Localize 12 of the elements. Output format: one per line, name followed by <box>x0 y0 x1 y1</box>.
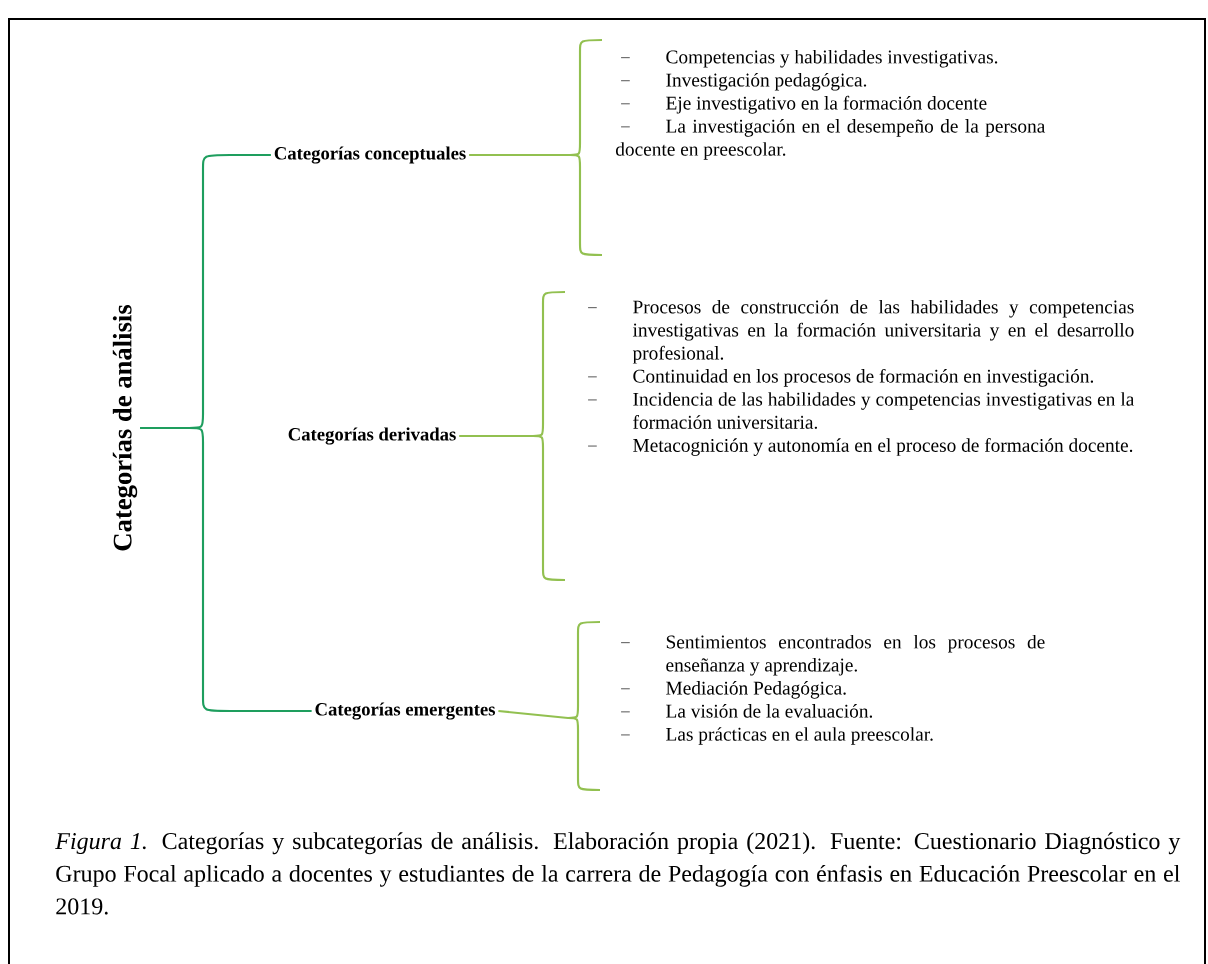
curly-bracket <box>140 426 312 713</box>
bullet-list: Sentimientos encontrados en los procesos de enseñanza y aprendizaje. Mediación Pedagógica. La visión de la evaluación. Las prácticas en el aula preescolar. <box>620 634 1045 745</box>
category-label: Categorías derivadas <box>288 427 456 445</box>
caption: Figura 1. Categorías y subcategorías de análisis. Elaboración propia (2021). Fuente: Cuestionario Diagnóstico y Grupo Focal aplicado a docentes y estudiantes de la carrera de Pedagogía con énfasis en Educación Preescolar en el 2019. <box>55 832 1181 915</box>
category-label: Categorías emergentes <box>315 702 495 720</box>
bullet-list: Competencias y habilidades investigativas. Investigación pedagógica. Eje investigativo en la formación docente La investigación en el desempeño de la persona docente en preescolar. <box>615 49 1046 160</box>
root-label: Categorías de análisis <box>112 304 138 551</box>
category-label: Categorías conceptuales <box>274 146 466 164</box>
curly-bracket <box>468 38 604 257</box>
curly-bracket <box>458 290 567 582</box>
curly-bracket <box>497 620 602 792</box>
bullet-list: Procesos de construcción de las habilidades y competencias investigativas en la formación universitaria y en el desarrollo profesional. Continuidad en los procesos de formación en investigación. Incidencia de las habilidades y competencias investigativas en la formación universitaria. Metacognición y autonomía en el proceso de formación docente. <box>587 299 1135 456</box>
